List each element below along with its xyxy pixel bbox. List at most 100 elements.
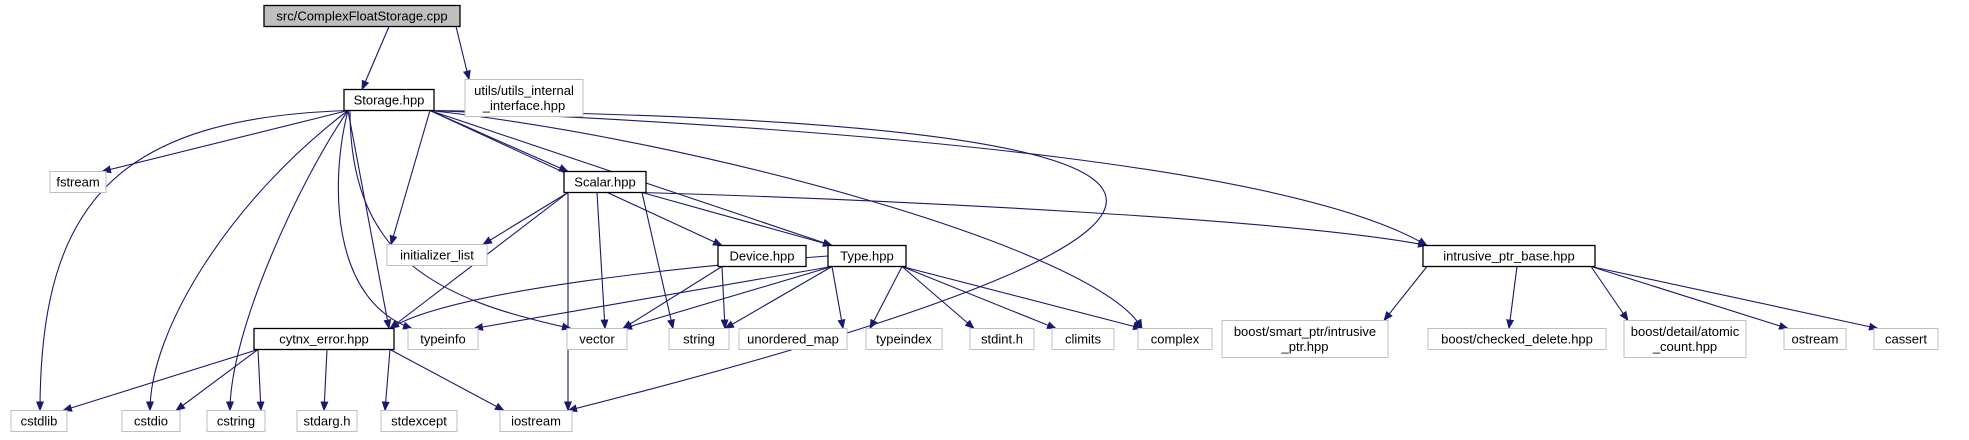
edge-cytnx_error-to-stdarg	[320, 349, 329, 412]
node-label: cstring	[217, 414, 255, 429]
node-box	[263, 4, 461, 28]
edge-cytnx_error-to-cstdio	[175, 349, 259, 412]
node-label: vector	[579, 332, 615, 347]
node-box	[1783, 328, 1847, 350]
edge-type-to-string	[724, 266, 833, 330]
edge-storage-to-cstdio	[146, 110, 349, 412]
node-box	[1221, 320, 1389, 358]
edge-complexfloatstorage-to-utils_internal	[455, 26, 471, 81]
node-label: fstream	[56, 175, 99, 190]
node-label: climits	[1065, 332, 1102, 347]
node-box	[386, 244, 488, 266]
node-box	[1051, 328, 1115, 350]
node-box	[380, 410, 458, 432]
edge-type-to-complex	[901, 265, 1143, 331]
edge-cytnx_error-to-cstdlib	[62, 348, 259, 412]
node-device[interactable]: Device.hpp	[717, 244, 807, 268]
node-label: _count.hpp	[1652, 339, 1717, 354]
edge-scalar-to-string	[641, 192, 675, 330]
node-unordered_map: unordered_map	[738, 328, 848, 350]
node-box	[563, 170, 647, 194]
node-box	[1873, 328, 1939, 350]
node-complexfloatstorage[interactable]: src/ComplexFloatStorage.cpp	[263, 4, 461, 28]
edge-intrusive_ptr_base-to-smart_ptr	[1383, 266, 1428, 322]
node-label: typeinfo	[420, 332, 466, 347]
node-box	[343, 88, 435, 112]
node-label: initializer_list	[400, 248, 474, 263]
node-cstring: cstring	[206, 410, 266, 432]
edge-cytnx_error-to-iostream	[389, 349, 505, 411]
edge-device-to-vector	[622, 266, 723, 330]
edge-type-to-climits	[901, 265, 1057, 330]
edge-storage-to-cstdlib	[36, 109, 349, 412]
edge-intrusive_ptr_base-to-cassert	[1590, 265, 1879, 331]
node-label: stdarg.h	[304, 414, 351, 429]
node-box	[253, 327, 395, 351]
node-label: Type.hpp	[840, 249, 894, 264]
edge-cytnx_error-to-stdexcept	[381, 349, 391, 412]
edge-storage-to-initializer_list	[389, 110, 431, 246]
node-box	[1137, 328, 1213, 350]
edge-scalar-to-initializer_list	[482, 192, 569, 246]
node-label: stdexcept	[391, 414, 447, 429]
node-box	[499, 410, 573, 432]
node-label: cstdio	[134, 414, 168, 429]
node-vector: vector	[566, 328, 628, 350]
node-box	[668, 328, 730, 350]
edge-intrusive_ptr_base-to-atomic_count	[1590, 266, 1629, 322]
node-typeinfo: typeinfo	[407, 328, 479, 350]
node-cytnx_error[interactable]: cytnx_error.hpp	[253, 327, 395, 351]
node-fstream: fstream	[49, 171, 107, 193]
node-stdarg: stdarg.h	[296, 410, 358, 432]
node-label: string	[683, 332, 715, 347]
node-stdexcept: stdexcept	[380, 410, 458, 432]
node-box	[865, 328, 943, 350]
edge-type-to-typeinfo	[473, 265, 833, 331]
node-typeindex: typeindex	[865, 328, 943, 350]
node-scalar[interactable]: Scalar.hpp	[563, 170, 647, 194]
node-storage[interactable]: Storage.hpp	[343, 88, 435, 112]
node-utils_internal: utils/utils_internal_interface.hpp	[464, 79, 584, 117]
node-atomic_count: boost/detail/atomic_count.hpp	[1623, 320, 1747, 358]
node-label: intrusive_ptr_base.hpp	[1443, 249, 1575, 264]
edge-type-to-unordered_map	[831, 266, 846, 330]
edge-storage-to-cytnx_error	[347, 110, 392, 330]
node-box	[464, 79, 584, 117]
node-box	[49, 171, 107, 193]
edge-storage-to-intrusive_ptr_base	[429, 109, 1428, 247]
node-box	[1427, 328, 1607, 350]
node-label: complex	[1151, 332, 1200, 347]
node-cassert: cassert	[1873, 328, 1939, 350]
node-iostream: iostream	[499, 410, 573, 432]
node-label: cassert	[1885, 332, 1927, 347]
edge-storage-to-complex	[429, 109, 1143, 330]
edge-storage-to-cstring	[226, 110, 349, 412]
edge-type-to-typeindex	[869, 266, 903, 330]
node-complex: complex	[1137, 328, 1213, 350]
node-box	[407, 328, 479, 350]
edge-scalar-to-vector	[596, 192, 609, 330]
node-intrusive_ptr_base[interactable]: intrusive_ptr_base.hpp	[1422, 244, 1596, 268]
edge-device-to-string	[720, 266, 729, 330]
edge-cytnx_error-to-cstring	[256, 349, 265, 412]
node-label: boost/smart_ptr/intrusive	[1234, 324, 1376, 339]
node-box	[969, 328, 1035, 350]
node-cstdio: cstdio	[121, 410, 181, 432]
node-box	[566, 328, 628, 350]
node-label: boost/detail/atomic	[1631, 324, 1740, 339]
node-box	[717, 244, 807, 268]
edge-intrusive_ptr_base-to-ostream	[1590, 265, 1789, 330]
edge-layer	[36, 26, 1879, 413]
node-box	[206, 410, 266, 432]
node-label: cytnx_error.hpp	[279, 332, 369, 347]
node-type[interactable]: Type.hpp	[827, 244, 907, 268]
node-stdint: stdint.h	[969, 328, 1035, 350]
node-box	[121, 410, 181, 432]
edge-type-to-vector	[622, 265, 833, 330]
node-label: _ptr.hpp	[1281, 339, 1329, 354]
node-climits: climits	[1051, 328, 1115, 350]
node-label: ostream	[1792, 332, 1839, 347]
edge-type-to-stdint	[901, 266, 975, 330]
node-checked_delete: boost/checked_delete.hpp	[1427, 328, 1607, 350]
